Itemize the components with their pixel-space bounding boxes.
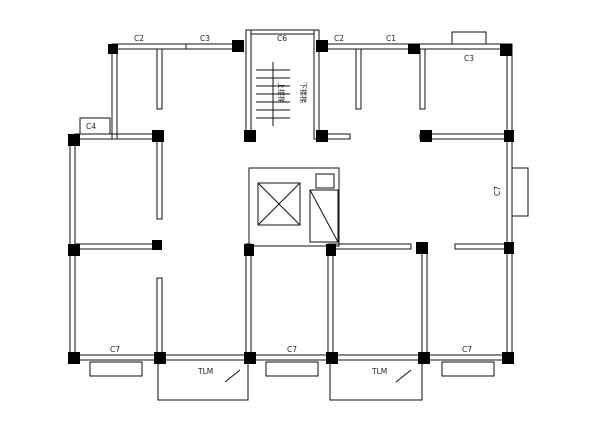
window-box-c7-2 [265, 361, 319, 377]
window-box-c4 [79, 117, 111, 135]
label-c7-bottom-2: C7 [287, 345, 297, 354]
wall-right-mid [454, 243, 508, 250]
label-c3-right: C3 [464, 54, 474, 63]
wall-left-mid [74, 243, 161, 250]
wall-left-upper [111, 48, 118, 140]
label-c2-right: C2 [334, 34, 344, 43]
wall-center-right [327, 243, 334, 359]
wall-top-right [317, 43, 413, 50]
wall-center-mid [332, 243, 412, 250]
label-tlm-1: TLM [197, 367, 213, 376]
balcony-right [329, 359, 423, 401]
wall-right-int-v3 [421, 243, 428, 359]
label-stair-up: 上楼梯 [277, 82, 286, 103]
window-box-c7-right [511, 167, 529, 217]
wall-center-left [245, 243, 252, 359]
shaft-2 [309, 189, 339, 243]
wall-top-c3 [185, 43, 235, 50]
label-c4-left: C4 [86, 122, 96, 131]
duct [315, 173, 335, 189]
window-box-c7-1 [89, 361, 143, 377]
elevator-shaft [257, 182, 301, 226]
label-c2-left: C2 [134, 34, 144, 43]
label-c7-bottom-1: C7 [110, 345, 120, 354]
label-c7-right: C7 [493, 186, 502, 196]
balcony-left [157, 359, 249, 401]
elevator-x-2 [257, 182, 301, 226]
wall-top-far-right [411, 43, 513, 50]
wall-right-outer [506, 48, 513, 360]
label-c1: C1 [386, 34, 396, 43]
wall-int-v3 [156, 277, 163, 359]
label-stair-down: 下楼梯 [299, 82, 308, 103]
wall-stair-left [245, 29, 252, 140]
columns [68, 40, 514, 364]
wall-bottom [74, 354, 513, 361]
label-c7-bottom-3: C7 [462, 345, 472, 354]
wall-left-bottom [74, 354, 161, 361]
stair-treads [256, 62, 290, 126]
window-box-c3 [451, 31, 487, 45]
wall-right-room-bottom [419, 133, 513, 140]
door-arrow-right [395, 369, 412, 383]
wall-top-left [111, 43, 187, 50]
label-c6: C6 [277, 34, 287, 43]
wall-int-v2 [156, 138, 163, 220]
window-box-c7-3 [441, 361, 495, 377]
wall-stair-top [250, 29, 315, 35]
label-c3-top: C3 [200, 34, 210, 43]
wall-right-int-v1 [355, 48, 362, 110]
shaft-2-diagonal [309, 189, 339, 243]
door-arrow-left [224, 369, 241, 383]
elevator-core [248, 167, 340, 247]
wall-int-v1 [156, 48, 163, 110]
label-tlm-2: TLM [371, 367, 387, 376]
wall-right-int-v2 [419, 48, 426, 110]
